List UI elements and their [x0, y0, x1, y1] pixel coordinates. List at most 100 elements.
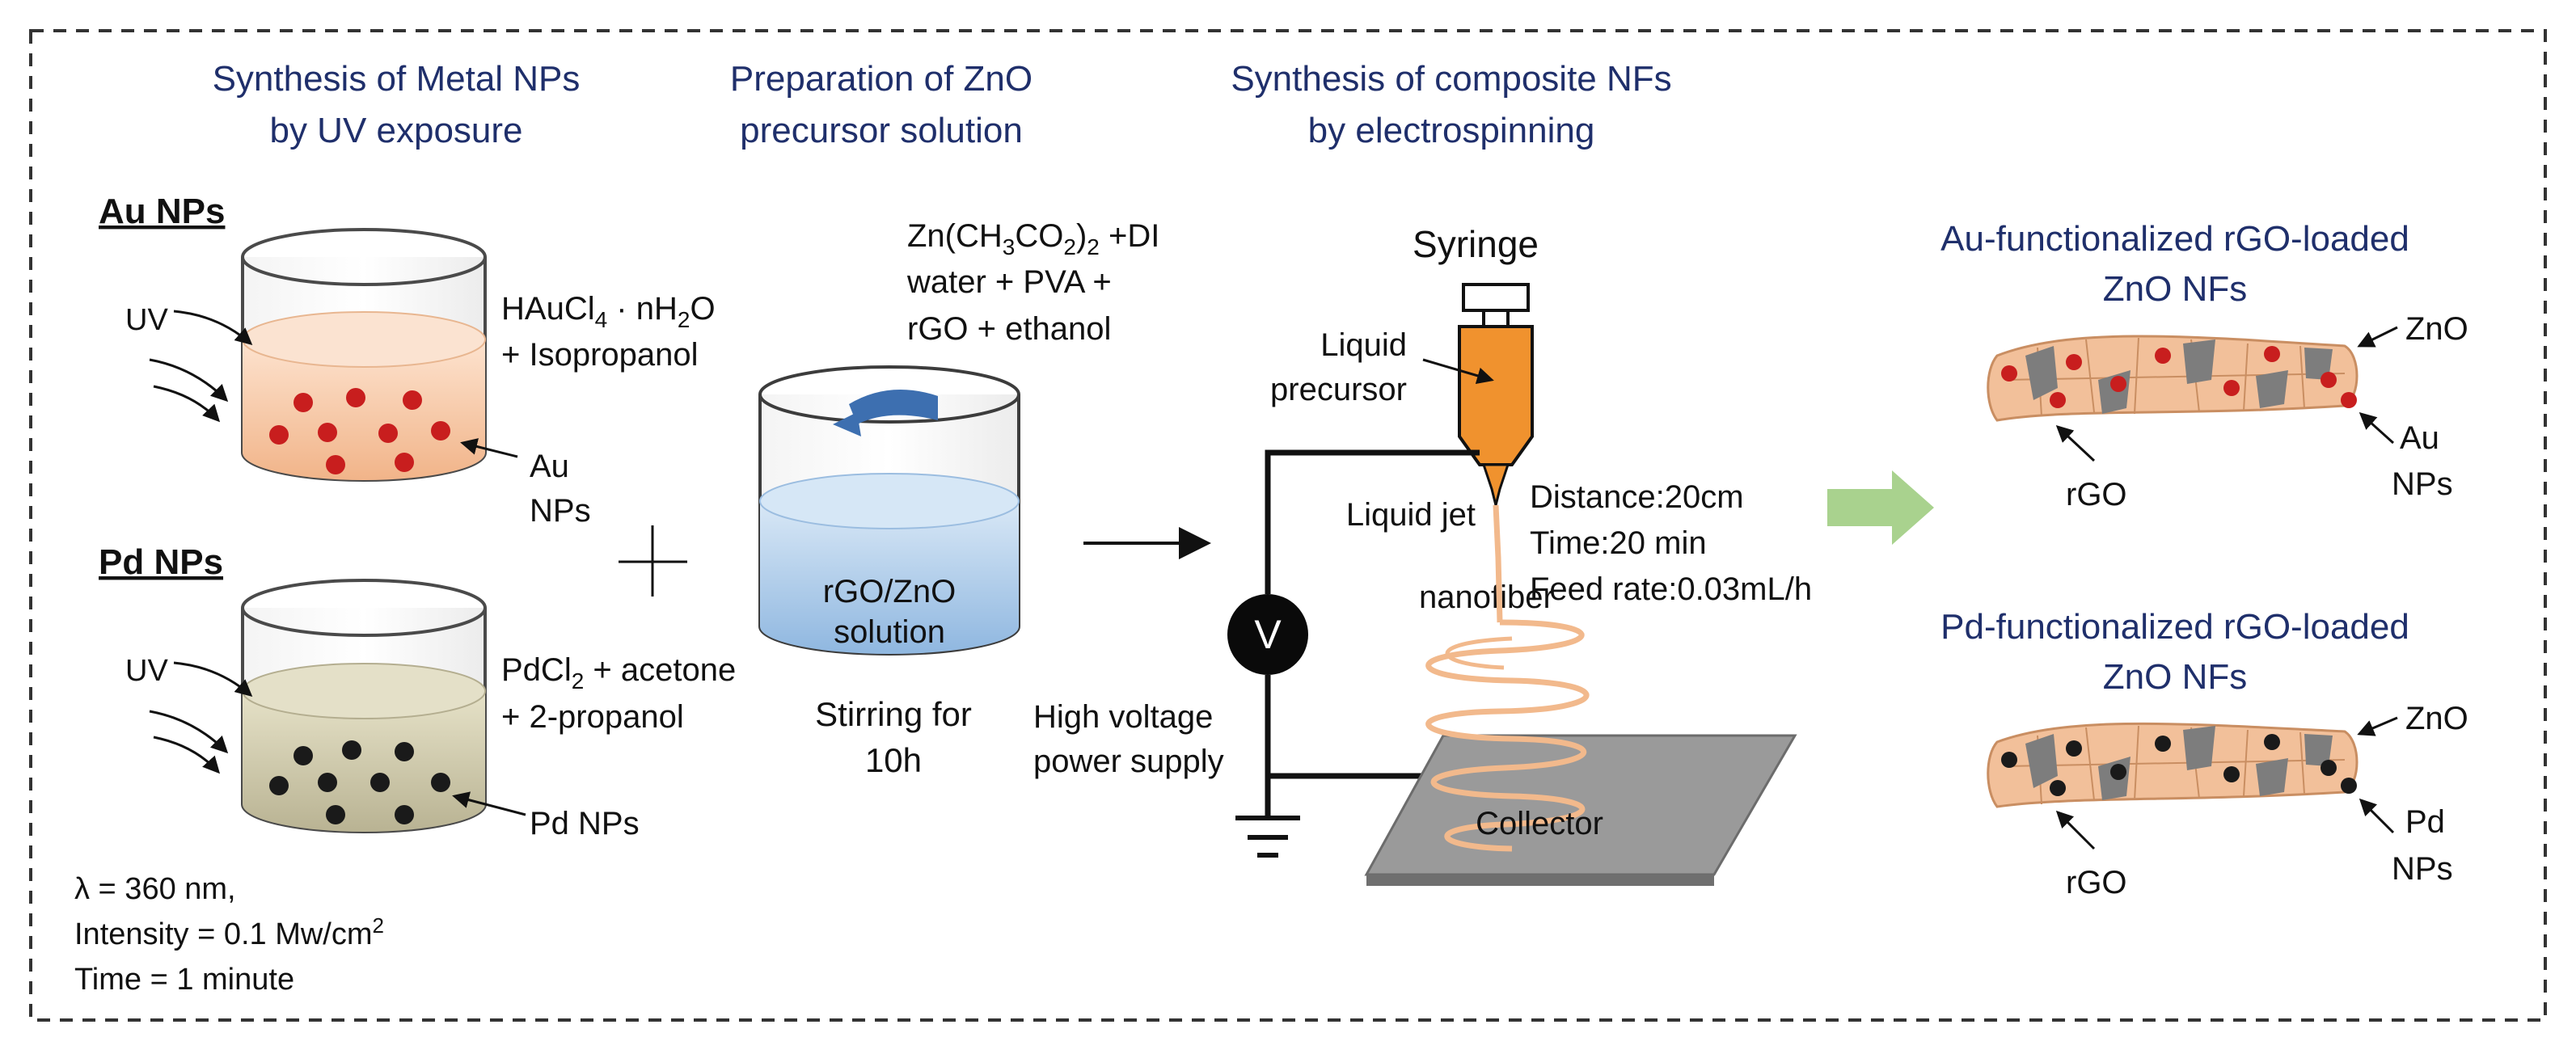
- circuit-wiring: [1265, 449, 1480, 816]
- au-beaker-rim: [241, 228, 487, 286]
- au-uv-label: UV: [125, 303, 168, 337]
- precursor-recipe: Zn(CH3CO2)2 +DI water + PVA + rGO + etha…: [906, 218, 1159, 347]
- pd-particles: [269, 740, 450, 824]
- zno-solution-label-line1: rGO/ZnO: [823, 574, 956, 609]
- diagram-frame: [29, 29, 2547, 1022]
- heading-zno-line1: Preparation of ZnO: [730, 59, 1033, 99]
- spinning-params: Distance:20cm Time:20 min Feed rate:0.03…: [1530, 479, 1812, 607]
- au-beaker: [241, 228, 487, 482]
- syringe-label: Syringe: [1413, 223, 1539, 265]
- plus-sign: [619, 525, 687, 597]
- pd-particle: [395, 742, 414, 761]
- ground-symbol-icon: [1235, 816, 1300, 858]
- pd-rgo-sheets: [2025, 726, 2333, 800]
- pd-rgo-label: rGO: [2066, 865, 2127, 900]
- zno-solution-surface: [759, 473, 1020, 529]
- precursor-line2: water + PVA +: [906, 264, 1112, 300]
- pd-reagent-line2: + 2-propanol: [501, 699, 684, 735]
- syringe-barrel: [1458, 325, 1534, 466]
- au-zno-label: ZnO: [2405, 311, 2468, 347]
- au-np-label-line1: Au: [530, 449, 569, 484]
- param-distance: Distance:20cm: [1530, 479, 1744, 515]
- zno-beaker: rGO/ZnO solution: [758, 365, 1020, 656]
- stirring-arrowhead-icon: [833, 412, 861, 436]
- au-rgo-label: rGO: [2066, 477, 2127, 512]
- au-np-product-line2: NPs: [2392, 466, 2453, 502]
- au-particle: [395, 453, 414, 472]
- liquid-precursor-line2: precursor: [1270, 372, 1407, 407]
- au-uv-ray: [153, 385, 221, 423]
- au-zno-arrow: [2357, 326, 2398, 348]
- au-product-title-line1: Au-functionalized rGO-loaded: [1940, 219, 2409, 259]
- pd-uv-rays: [149, 661, 253, 774]
- pd-fiber-particles: [2001, 734, 2357, 796]
- hv-label-line2: power supply: [1033, 744, 1224, 779]
- pd-uv-label: UV: [125, 654, 168, 688]
- au-solution: [243, 339, 485, 480]
- au-nps-title: Au NPs: [99, 192, 225, 231]
- collector-edge: [1366, 875, 1714, 886]
- stirring-label-line2: 10h: [865, 741, 922, 779]
- pd-particle: [269, 776, 289, 795]
- pd-zno-label: ZnO: [2405, 701, 2468, 736]
- au-particle: [378, 424, 398, 443]
- pd-uv-ray: [149, 710, 229, 754]
- au-particle: [318, 423, 337, 442]
- au-reagent-line2: + Isopropanol: [501, 337, 699, 373]
- au-solution-surface: [242, 311, 486, 368]
- uv-conditions: λ = 360 nm, Intensity = 0.1 Mw/cm2 Time …: [74, 872, 384, 997]
- pd-solution: [243, 691, 485, 832]
- pd-beaker-rim: [241, 579, 487, 637]
- syringe: [1458, 283, 1534, 506]
- au-rgo-arrow: [2055, 424, 2096, 462]
- syringe-plunger: [1462, 283, 1530, 312]
- pd-particle: [326, 805, 345, 824]
- pd-np-product-arrow: [2359, 798, 2395, 834]
- pd-rgo-arrow: [2055, 810, 2096, 850]
- au-particles: [269, 388, 450, 474]
- stirring-arrow-icon: [849, 390, 938, 424]
- au-particle: [403, 390, 422, 410]
- au-fiber-particles: [2001, 346, 2357, 408]
- collector-label: Collector: [1476, 806, 1603, 841]
- voltage-symbol: V: [1254, 612, 1282, 657]
- au-uv-ray: [149, 358, 229, 403]
- pd-reagent-line1: PdCl2 + acetone: [501, 652, 736, 694]
- pd-solution-surface: [242, 663, 486, 719]
- heading-zno-precursor: Preparation of ZnO precursor solution: [730, 59, 1033, 150]
- au-np-arrow: [460, 438, 518, 458]
- pd-np-label: Pd NPs: [530, 806, 640, 841]
- liquid-precursor-arrow: [1422, 358, 1494, 384]
- uv-intensity: Intensity = 0.1 Mw/cm2: [74, 913, 384, 951]
- pd-particle: [370, 773, 390, 792]
- au-uv-rays: [149, 310, 253, 423]
- nanofiber-label: nanofiber: [1419, 580, 1554, 615]
- pd-uv-ray: [173, 661, 253, 697]
- nanofiber-spiral: [1425, 504, 1590, 852]
- heading-composite-nfs: Synthesis of composite NFs by electrospi…: [1231, 59, 1671, 150]
- pd-particle: [431, 773, 450, 792]
- pd-nanofiber: [1987, 722, 2359, 808]
- syringe-rod: [1482, 309, 1510, 328]
- au-particle: [346, 388, 365, 407]
- pd-beaker: [241, 579, 487, 833]
- heading-metal-nps-line1: Synthesis of Metal NPs: [213, 59, 581, 99]
- au-particle: [326, 455, 345, 474]
- pd-product-title-line2: ZnO NFs: [2103, 657, 2247, 697]
- pd-particle: [395, 805, 414, 824]
- zno-beaker-rim: [758, 365, 1020, 424]
- au-particle: [269, 425, 289, 445]
- hv-label-line1: High voltage: [1033, 699, 1213, 735]
- uv-time: Time = 1 minute: [74, 963, 294, 997]
- heading-metal-nps-line2: by UV exposure: [269, 111, 522, 150]
- pd-particle: [293, 746, 313, 765]
- zno-solution: [760, 501, 1019, 654]
- au-particle: [293, 393, 313, 412]
- result-arrow-icon: [1827, 470, 1934, 545]
- zno-solution-label-line2: solution: [834, 614, 945, 650]
- heading-metal-nps: Synthesis of Metal NPs by UV exposure: [213, 59, 581, 150]
- param-time: Time:20 min: [1530, 525, 1707, 561]
- au-reagent-line1: HAuCl4 · nH2O: [501, 291, 716, 332]
